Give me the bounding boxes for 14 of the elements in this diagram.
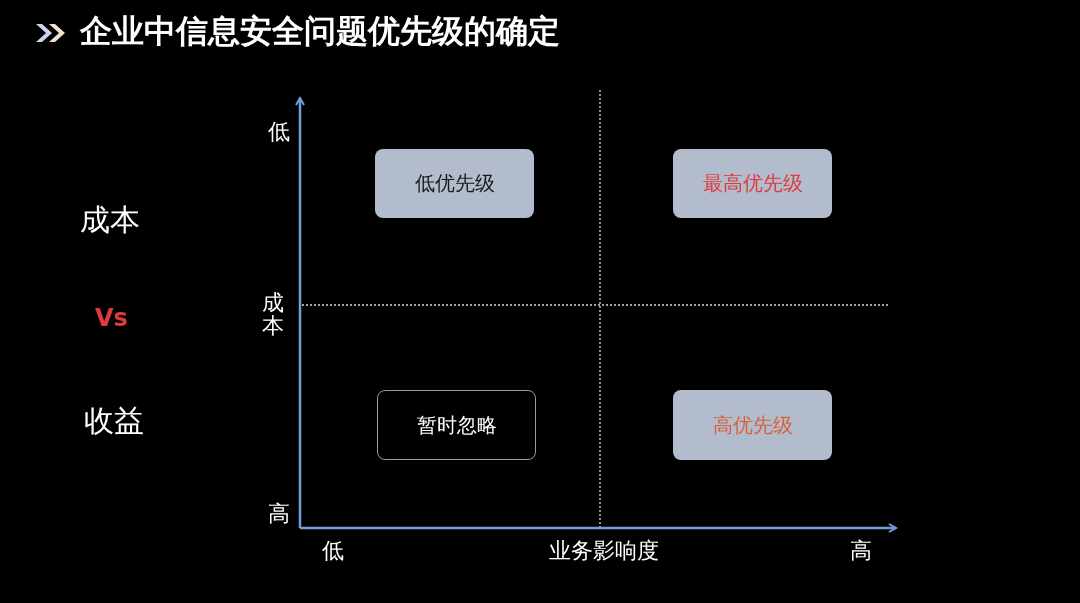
priority-box: 暂时忽略 bbox=[377, 390, 536, 460]
axis-tick-label: 高 bbox=[268, 503, 290, 525]
priority-box: 低优先级 bbox=[375, 149, 534, 218]
axis-tick-label: 低 bbox=[268, 121, 290, 143]
axis-title: 成本 bbox=[262, 291, 284, 338]
side-label: 成本 bbox=[80, 205, 140, 235]
side-label: 收益 bbox=[84, 406, 144, 436]
side-label: Vs bbox=[95, 306, 128, 330]
axis-title: 业务影响度 bbox=[549, 540, 659, 562]
slide-title: 企业中信息安全问题优先级的确定 bbox=[80, 15, 560, 47]
priority-box: 高优先级 bbox=[673, 390, 832, 460]
priority-box: 最高优先级 bbox=[673, 149, 832, 218]
axis-tick-label: 高 bbox=[850, 540, 872, 562]
axis-tick-label: 低 bbox=[322, 540, 344, 562]
